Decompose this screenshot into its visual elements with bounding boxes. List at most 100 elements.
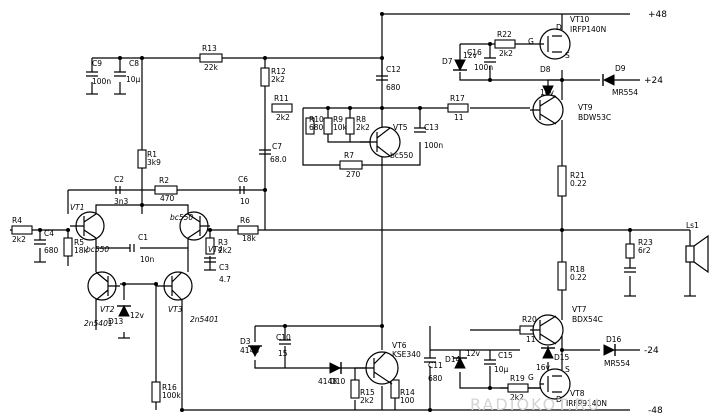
r1-val: 3k9 <box>147 158 161 167</box>
vt5-ref: VT5 <box>393 123 408 132</box>
transistor-bodies <box>75 28 571 400</box>
transistor-leads <box>70 35 562 393</box>
r11-val: 2k2 <box>276 113 290 122</box>
d15-val: 16v <box>536 363 551 372</box>
c6-val: 10 <box>240 197 250 206</box>
d3-val: 4148 <box>240 346 259 355</box>
r17-ref: R17 <box>450 94 465 103</box>
r10-val: 680 <box>309 123 324 132</box>
c1-ref: C1 <box>138 233 148 242</box>
r4-ref: R4 <box>12 216 22 225</box>
vt10-source-pin: S <box>565 51 570 60</box>
r4-val: 2k2 <box>12 235 26 244</box>
r7-val: 270 <box>346 170 361 179</box>
vt6-type: KSE340 <box>392 350 421 359</box>
vt7-ref: VT7 <box>572 305 587 314</box>
r7-ref: R7 <box>344 151 354 160</box>
r12-val: 2k2 <box>271 75 285 84</box>
d10-ref: D10 <box>330 377 346 386</box>
d9-ref: D9 <box>615 64 626 73</box>
r2-ref: R2 <box>159 176 169 185</box>
vt6-ref: VT6 <box>392 341 407 350</box>
r16-val: 100k <box>162 391 181 400</box>
r5-ref: R5 <box>74 238 84 247</box>
d3-ref: D3 <box>240 337 251 346</box>
r20-ref: R20 <box>522 315 537 324</box>
d7-ref: D7 <box>442 57 453 66</box>
d16-ref: D16 <box>606 335 622 344</box>
c11-val: 680 <box>428 374 443 383</box>
c4-ref: C4 <box>44 229 54 238</box>
c9-val: 100n <box>92 77 111 86</box>
vt8-gate-pin: G <box>528 373 534 382</box>
r6-val: 18k <box>242 234 257 243</box>
c6-ref: C6 <box>238 175 248 184</box>
diode-bodies <box>117 59 616 374</box>
rail-pos24-label: +24 <box>644 76 663 86</box>
junctions <box>38 12 632 412</box>
vt4-type: bc550 <box>170 213 193 222</box>
r3-ref: R3 <box>218 238 228 247</box>
vt10-gate-pin: G <box>528 37 534 46</box>
r1-ref: R1 <box>147 150 157 159</box>
vt1-ref: VT1 <box>70 203 84 212</box>
d8-val: 16v <box>540 88 555 97</box>
vt7-type: BDX54C <box>572 315 603 324</box>
vt9-type: BDW53C <box>578 113 611 122</box>
c3-val: 4.7 <box>219 275 231 284</box>
labels: +48 -48 +24 -24 R13 22k R12 2k2 R11 2k2 … <box>12 10 699 416</box>
r3-val: 2k2 <box>218 246 232 255</box>
c11-ref: C11 <box>428 361 443 370</box>
c8-ref: C8 <box>129 59 139 68</box>
vt2-ref: VT2 <box>100 305 115 314</box>
vt10-ref: VT10 <box>570 15 589 24</box>
r9-val: 10k <box>333 123 348 132</box>
c15-ref: C16 <box>467 48 482 57</box>
c14-ref: C15 <box>498 351 513 360</box>
vt4-ref: VT4 <box>208 245 223 254</box>
c8-val: 10µ <box>126 75 141 84</box>
wires <box>10 13 696 411</box>
r13-ref: R13 <box>202 44 217 53</box>
vt5-type: bc550 <box>390 151 413 160</box>
vt10-type: IRFP140N <box>570 25 606 34</box>
vt8-source-pin: S <box>565 365 570 374</box>
r14-ref: R14 <box>400 388 415 397</box>
c14-val: 10µ <box>494 365 509 374</box>
c3-ref: C3 <box>219 263 229 272</box>
r22-val: 2k2 <box>499 49 513 58</box>
c9-ref: C9 <box>92 59 102 68</box>
c13-ref: C13 <box>424 123 439 132</box>
capacitor-plates <box>34 57 636 365</box>
c10-ref: C10 <box>276 333 291 342</box>
r9-ref: R9 <box>333 115 343 124</box>
vt9-ref: VT9 <box>578 103 593 112</box>
d14-val: 12v <box>466 349 481 358</box>
speaker-ref: Ls1 <box>686 221 699 230</box>
r5-val: 18k <box>74 246 89 255</box>
vt2-type: 2n5401 <box>84 319 113 328</box>
r6-ref: R6 <box>240 216 250 225</box>
c12-val: 680 <box>386 83 401 92</box>
r11-ref: R11 <box>274 94 289 103</box>
c2-val: 3n3 <box>114 197 129 206</box>
d15-ref: D15 <box>554 353 570 362</box>
c7-val: 68.0 <box>270 155 287 164</box>
c10-val: 15 <box>278 349 288 358</box>
c15-val: 100n <box>474 63 493 72</box>
r10-ref: R10 <box>309 115 324 124</box>
vt3-ref: VT3 <box>168 305 183 314</box>
r17-val: 11 <box>454 113 464 122</box>
rail-neg48-label: -48 <box>648 406 663 416</box>
r23-ref: R23 <box>638 238 653 247</box>
c1-val: 10n <box>140 255 155 264</box>
d7-val: 12v <box>463 51 478 60</box>
c2-ref: C2 <box>114 175 124 184</box>
d13-ref: D13 <box>108 317 124 326</box>
rail-neg24-label: -24 <box>644 346 659 356</box>
vt10-drain-pin: D <box>556 23 562 32</box>
r13-val: 22k <box>204 63 219 72</box>
r8-ref: R8 <box>356 115 366 124</box>
watermark: RADIOKOT.RU <box>470 395 601 414</box>
